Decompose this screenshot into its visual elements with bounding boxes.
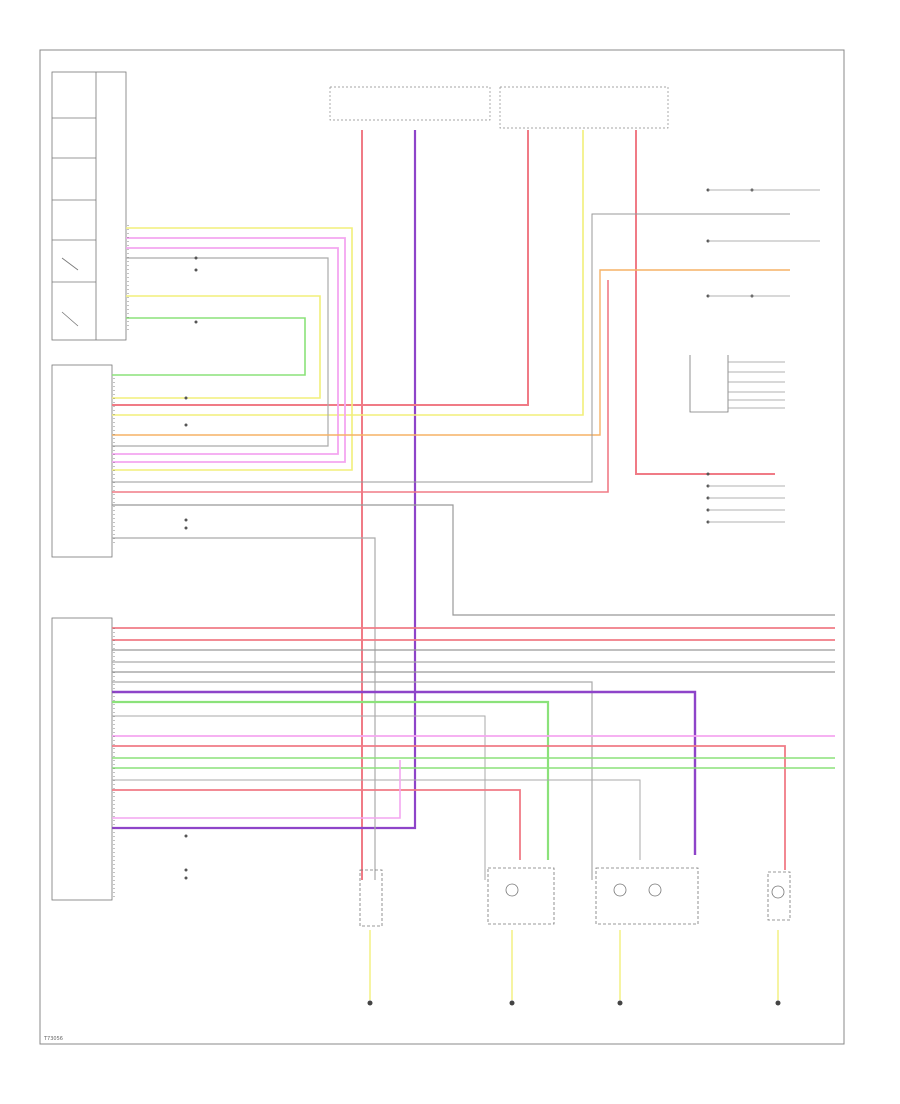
lamp-bulbs bbox=[505, 883, 785, 899]
right-stub-wires bbox=[708, 189, 820, 523]
lower-module-pin-dashes bbox=[113, 225, 129, 900]
diagram-frame bbox=[39, 49, 845, 1045]
wire-red-fuse-3 bbox=[112, 130, 529, 406]
wire-gray-bus-14 bbox=[112, 779, 641, 860]
turn-signal-indicator-box bbox=[689, 355, 729, 413]
wire-pink-ls-3 bbox=[112, 247, 339, 455]
wire-pink-ls-2 bbox=[112, 237, 346, 463]
wire-yellow-fuse-4 bbox=[112, 130, 584, 416]
wire-yellow-ls-1 bbox=[112, 227, 353, 471]
wire-gray-ls-4 bbox=[112, 257, 329, 447]
fuse-panel-right-group bbox=[499, 86, 669, 129]
fuse-panel-left-group bbox=[329, 86, 491, 121]
wire-gray-right-4 bbox=[112, 537, 376, 880]
vehicle-electrical-system-control-box bbox=[51, 617, 113, 901]
wire-red-right-2 bbox=[112, 280, 609, 493]
wire-red-bus-15 bbox=[112, 789, 521, 860]
ground-points bbox=[367, 1000, 781, 1006]
wire-pink-bus-16 bbox=[112, 760, 401, 819]
wire-green-ls-6 bbox=[112, 317, 306, 376]
wire-green-bus-8 bbox=[112, 700, 550, 860]
connector-dots bbox=[184, 188, 754, 880]
bottom-lamp-boxes bbox=[359, 867, 791, 927]
wire-orange-flasher bbox=[112, 269, 790, 436]
wire-violet-bus-7 bbox=[112, 690, 697, 855]
footer-code: T73056 bbox=[43, 1036, 63, 1042]
wire-gray-right-1 bbox=[112, 213, 790, 483]
wire-gray-right-3 bbox=[112, 504, 835, 616]
wire-gray-bus-9 bbox=[112, 715, 486, 880]
wire-red-fuse-5 bbox=[635, 130, 775, 475]
light-switch-box bbox=[51, 71, 127, 341]
wire-gray-bus-6 bbox=[112, 681, 593, 880]
wire-violet-fuse-2 bbox=[112, 130, 417, 830]
wire-red-bus-11 bbox=[112, 745, 786, 870]
wire-yellow-ls-5 bbox=[112, 295, 321, 399]
central-electrical-module-box bbox=[51, 364, 113, 558]
